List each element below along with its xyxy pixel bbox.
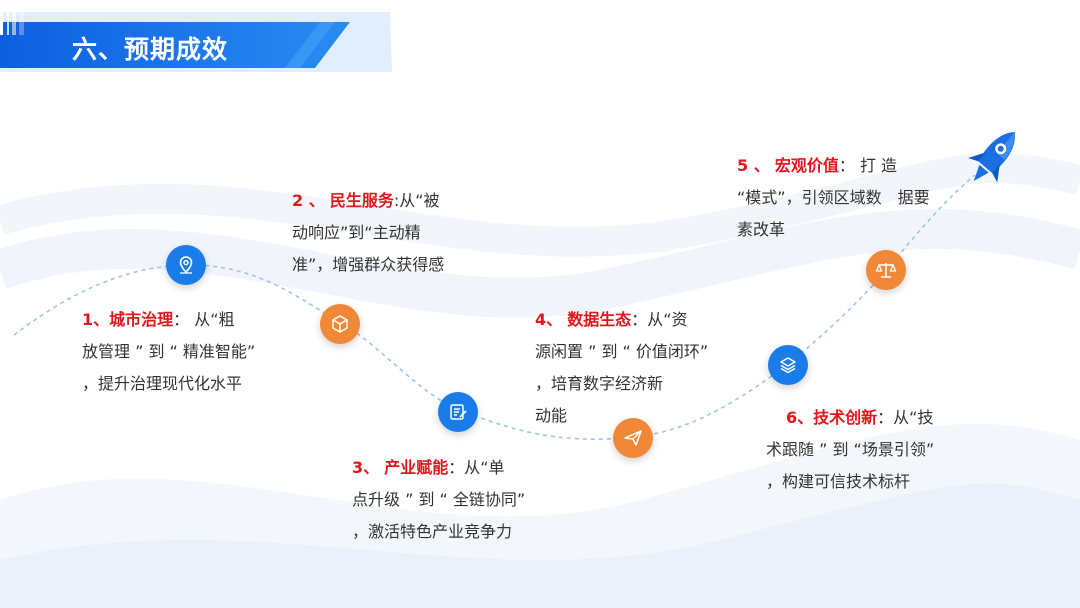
- outcome-item-2: 2 、 民生服务:从“被 动响应”到“主动精 准”，增强群众获得感: [292, 185, 444, 281]
- item-text: ，激活特色产业竞争力: [352, 522, 513, 541]
- item-title: 技术创新: [813, 408, 878, 427]
- item-separator: ：: [448, 458, 465, 477]
- page-title: 六、预期成效: [72, 35, 229, 64]
- item-title: 产业赋能: [384, 458, 449, 477]
- item-title: 城市治理: [109, 310, 174, 329]
- item-text: 素改革: [737, 220, 786, 239]
- cube-icon: [320, 304, 360, 344]
- layers-icon: [768, 345, 808, 385]
- item-text: 源闲置 ” 到 “ 价值闭环”: [535, 342, 709, 361]
- item-text: ，提升治理现代化水平: [82, 374, 243, 393]
- item-text: 放管理 ” 到 “ 精准智能”: [82, 342, 256, 361]
- item-title: 数据生态: [567, 310, 632, 329]
- item-separator: :: [393, 191, 400, 210]
- item-text: ，构建可信技术标杆: [766, 472, 911, 491]
- item-number: 6、: [786, 408, 814, 427]
- item-number: 4、: [535, 310, 563, 329]
- balance-scale-icon: [866, 250, 906, 290]
- outcome-item-4: 4、 数据生态：从“资 源闲置 ” 到 “ 价值闭环” ，培育数字经济新 动能: [535, 304, 708, 432]
- outcome-item-5: 5 、 宏观价值： 打 造 “模式”，引领区域数 据要 素改革: [737, 150, 930, 246]
- item-text: 从“被: [399, 191, 440, 210]
- outcome-item-1: 1、城市治理： 从“粗 放管理 ” 到 “ 精准智能” ，提升治理现代化水平: [82, 304, 255, 400]
- item-number: 1、: [82, 310, 110, 329]
- outcome-item-6: 6、技术创新：从“技 术跟随 ” 到 “场景引领” ，构建可信技术标杆: [766, 402, 934, 498]
- header-bars-icon: [0, 11, 24, 35]
- item-number: 3、: [352, 458, 380, 477]
- item-text: 点升级 ” 到 “ 全链协同”: [352, 490, 526, 509]
- document-edit-icon: [438, 392, 478, 432]
- item-number: 2 、: [292, 191, 325, 210]
- item-text: 动响应”到“主动精: [292, 223, 421, 242]
- item-title: 宏观价值: [774, 156, 839, 175]
- item-text: 从“单: [464, 458, 505, 477]
- outcome-item-3: 3、 产业赋能：从“单 点升级 ” 到 “ 全链协同” ，激活特色产业竞争力: [352, 452, 525, 548]
- paper-plane-icon: [613, 418, 653, 458]
- item-title: 民生服务: [329, 191, 394, 210]
- item-text: 动能: [535, 406, 568, 425]
- item-separator: ：: [631, 310, 648, 329]
- item-text: 从“资: [647, 310, 688, 329]
- item-separator: ：: [877, 408, 894, 427]
- location-pin-icon: [166, 245, 206, 285]
- item-text: ，培育数字经济新: [535, 374, 664, 393]
- header-banner: 六、预期成效: [0, 10, 400, 72]
- item-text: 术跟随 ” 到 “场景引领”: [766, 440, 935, 459]
- item-text: 准”，增强群众获得感: [292, 255, 445, 274]
- item-number: 5 、: [737, 156, 770, 175]
- rocket-icon: [968, 131, 1016, 183]
- item-separator: ：: [173, 310, 190, 329]
- item-text: 打 造: [859, 156, 898, 175]
- item-separator: ：: [838, 156, 855, 175]
- item-text: “模式”，引领区域数 据要: [737, 188, 930, 207]
- item-text: 从“技: [893, 408, 934, 427]
- item-text: 从“粗: [194, 310, 235, 329]
